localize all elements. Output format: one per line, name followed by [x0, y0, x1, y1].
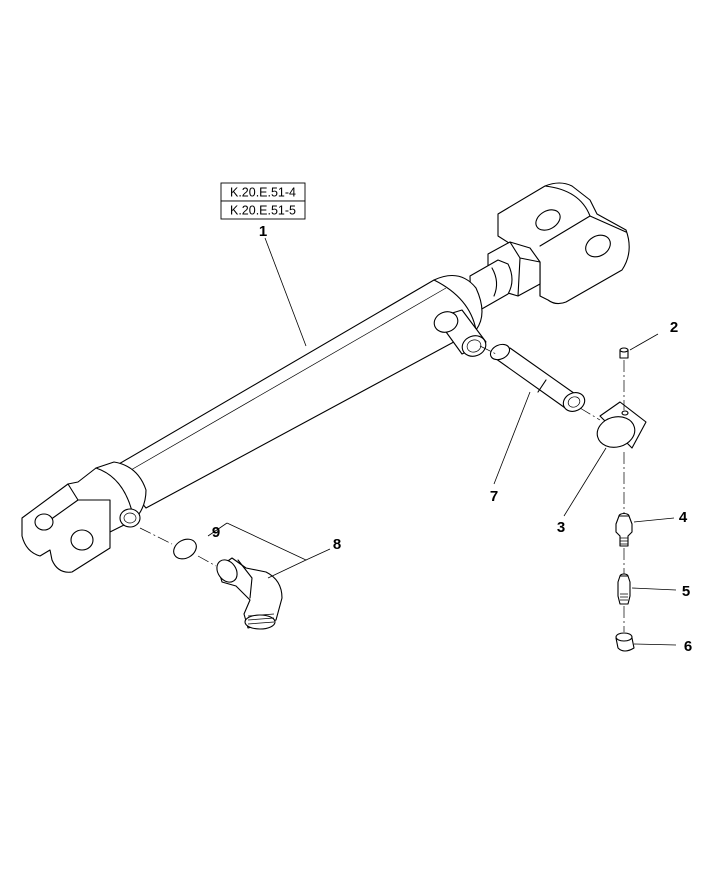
callout-2[interactable]: 2	[670, 319, 678, 336]
o-ring	[173, 538, 197, 560]
grease-nipple-4	[615, 512, 633, 547]
callout-6[interactable]: 6	[684, 638, 692, 655]
callout-3[interactable]: 3	[557, 519, 565, 536]
elbow-fitting	[216, 557, 283, 630]
callout-9[interactable]: 9	[212, 524, 220, 541]
center-lines	[139, 345, 625, 632]
callouts: 1 2 3 4 5 6 7 8 9	[212, 223, 692, 655]
grease-nipple-5	[617, 573, 631, 605]
pin	[489, 343, 586, 412]
reference-code-1[interactable]: K.20.E.51-4	[230, 186, 296, 200]
callout-8[interactable]: 8	[333, 536, 341, 553]
callout-7[interactable]: 7	[490, 488, 498, 505]
callout-4[interactable]: 4	[679, 509, 688, 526]
reference-code-box: K.20.E.51-4 K.20.E.51-5	[220, 182, 306, 220]
base-clevis	[21, 461, 147, 573]
hydraulic-cylinder	[21, 182, 630, 573]
rod-clevis	[497, 182, 630, 305]
leader-lines	[207, 237, 677, 646]
reference-code-2[interactable]: K.20.E.51-5	[230, 204, 296, 218]
callout-1[interactable]: 1	[259, 223, 267, 240]
cylinder-tube	[111, 274, 483, 509]
callout-5[interactable]: 5	[682, 583, 690, 600]
bushing	[433, 309, 487, 357]
protective-cap	[615, 632, 635, 652]
pin-end-cap	[596, 401, 647, 449]
grease-screw	[619, 347, 629, 359]
